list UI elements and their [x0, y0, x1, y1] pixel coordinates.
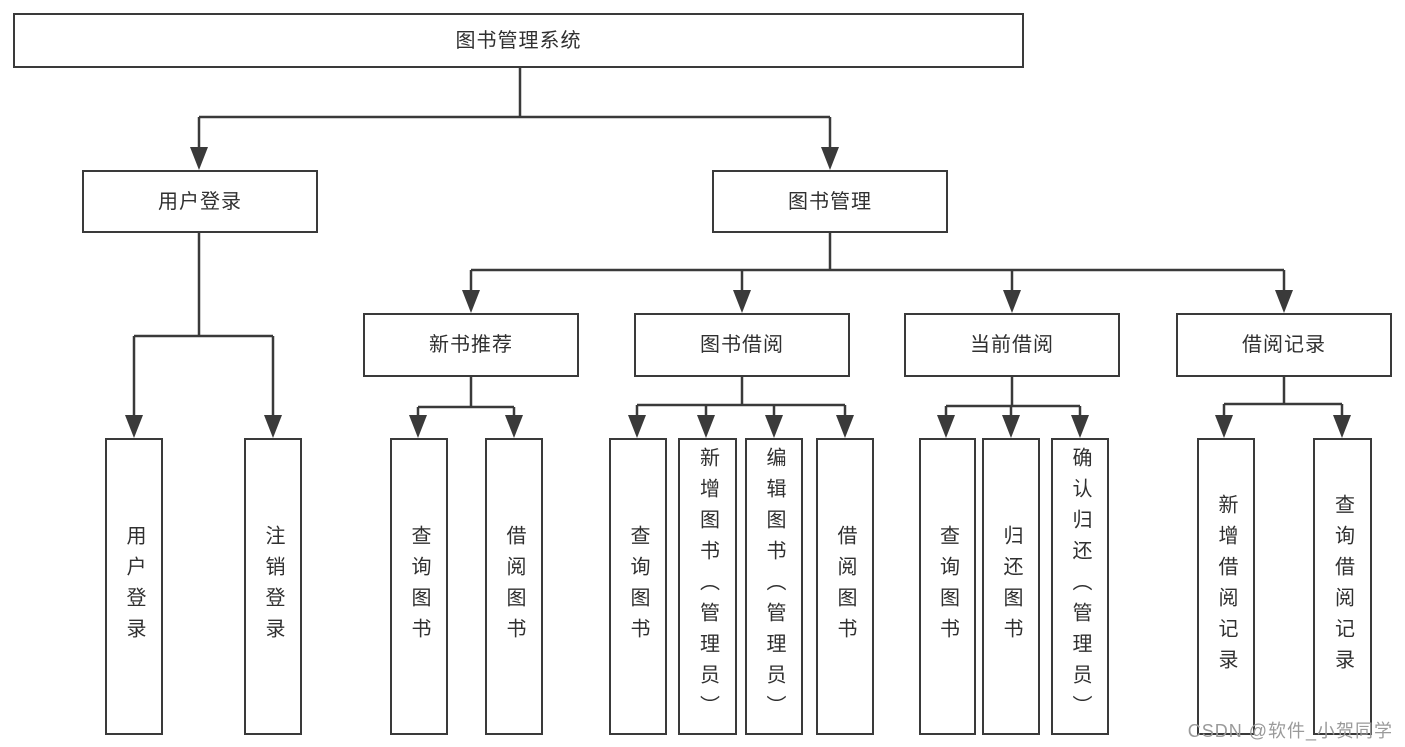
node-label: 归还图书 — [1000, 524, 1022, 649]
leaf-add-books-admin: 新增图书（管理员） — [678, 438, 737, 735]
node-label: 查询借阅记录 — [1331, 493, 1354, 680]
node-label: 新书推荐 — [429, 334, 513, 356]
node-label: 当前借阅 — [970, 334, 1054, 356]
node-book-borrowing: 图书借阅 — [634, 313, 850, 377]
node-label: 注销登录 — [262, 524, 284, 649]
node-current-borrowing: 当前借阅 — [904, 313, 1120, 377]
node-library-management-system: 图书管理系统 — [13, 13, 1024, 68]
connector-currentborrow-to-leaves — [944, 377, 1082, 421]
node-label: 查询图书 — [936, 524, 959, 649]
node-label: 图书管理 — [788, 190, 872, 213]
node-new-book-recommendation: 新书推荐 — [363, 313, 579, 377]
leaf-return-books: 归还图书 — [982, 438, 1040, 735]
connector-newbook-to-leaves — [416, 377, 516, 421]
node-label: 查询图书 — [627, 524, 649, 649]
leaf-add-borrow-record: 新增借阅记录 — [1197, 438, 1255, 735]
connector-borrowrecord-to-leaves — [1222, 377, 1344, 421]
leaf-borrow-books: 借阅图书 — [816, 438, 874, 735]
node-label: 借阅图书 — [834, 524, 856, 649]
node-label: 借阅图书 — [503, 524, 525, 649]
leaf-query-books-current: 查询图书 — [919, 438, 976, 735]
leaf-borrow-books-recommend: 借阅图书 — [485, 438, 543, 735]
node-label: 图书管理系统 — [455, 29, 582, 52]
node-label: 新增借阅记录 — [1215, 493, 1237, 680]
csdn-watermark: CSDN @软件_小贺同学 — [1187, 721, 1393, 741]
node-label: 借阅记录 — [1242, 334, 1326, 356]
node-label: 查询图书 — [408, 524, 430, 649]
leaf-user-login: 用户登录 — [105, 438, 163, 735]
node-book-management: 图书管理 — [712, 170, 948, 233]
node-borrowing-records: 借阅记录 — [1176, 313, 1392, 377]
node-user-login: 用户登录 — [82, 170, 318, 233]
node-label: 确认归还（管理员） — [1069, 447, 1091, 726]
node-label: 编辑图书（管理员） — [763, 447, 785, 726]
connector-root-to-level2 — [197, 68, 832, 152]
leaf-query-books-borrowing: 查询图书 — [609, 438, 667, 735]
node-label: 新增图书（管理员） — [696, 447, 719, 726]
leaf-query-borrow-record: 查询借阅记录 — [1313, 438, 1372, 735]
node-label: 图书借阅 — [700, 334, 784, 356]
leaf-confirm-return-admin: 确认归还（管理员） — [1051, 438, 1109, 735]
connector-bookmgmt-to-level3 — [469, 233, 1286, 296]
connector-bookborrow-to-leaves — [635, 377, 847, 421]
arrowheads — [125, 147, 1351, 438]
leaf-logout: 注销登录 — [244, 438, 302, 735]
leaf-query-books-recommend: 查询图书 — [390, 438, 448, 735]
leaf-edit-books-admin: 编辑图书（管理员） — [745, 438, 803, 735]
node-label: 用户登录 — [158, 190, 242, 213]
connector-userlogin-to-leaves — [132, 233, 275, 420]
node-label: 用户登录 — [123, 524, 145, 649]
